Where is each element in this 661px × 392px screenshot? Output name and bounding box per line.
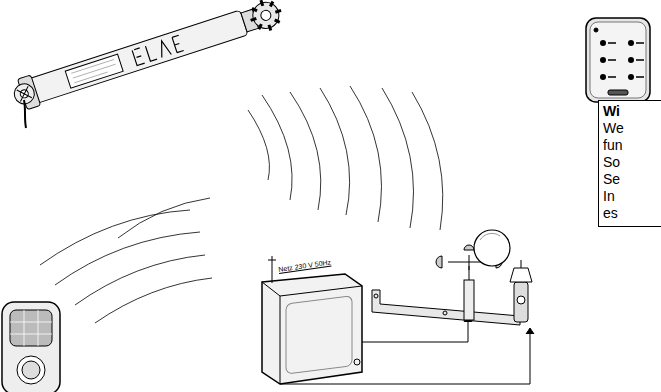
mains-label: Netz 230 V 50Hz: [278, 259, 331, 273]
radio-waves: [40, 198, 212, 323]
control-box: [262, 274, 362, 384]
motor-cable: [24, 100, 26, 128]
note-box: WiWe fun So Se In es: [598, 100, 661, 227]
sensor-bracket: [372, 290, 520, 325]
tubular-motor: [10, 0, 286, 112]
note-heading: Wi: [603, 103, 661, 120]
anemometer: [436, 230, 510, 320]
note-text: We fun So Se In es: [603, 120, 604, 222]
radio-waves: [248, 86, 443, 230]
solar-sensor: [2, 302, 60, 392]
remote-control: [586, 18, 650, 102]
mains-wire: [268, 256, 276, 283]
rain-sensor: [510, 260, 532, 322]
sensor-wire: [280, 318, 530, 384]
